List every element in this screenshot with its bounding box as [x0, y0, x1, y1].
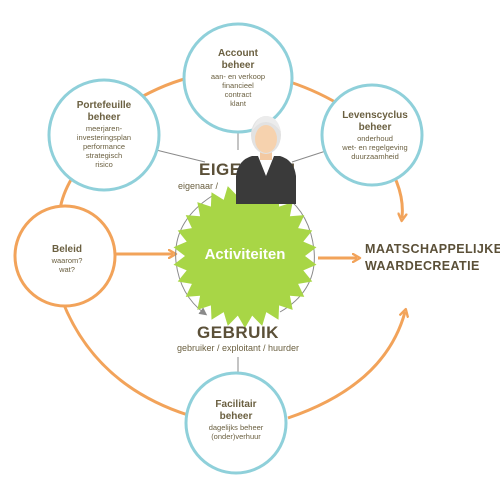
arrow-facilitair-to-outcome	[287, 312, 405, 420]
node-portefeuille-item: investeringsplan	[77, 133, 131, 142]
node-facilitair-item: dagelijks beheer	[209, 423, 264, 432]
node-levenscyclus-circle	[320, 83, 424, 187]
node-account-title: Account	[218, 48, 259, 59]
node-account-item: financieel	[222, 81, 254, 90]
node-levenscyclus-item: wet- en regelgeving	[341, 143, 407, 152]
node-facilitair-title: Facilitair	[215, 399, 256, 410]
node-account-item: klant	[230, 99, 247, 108]
cycle-arc-left-lower	[60, 299, 189, 417]
node-levenscyclus-item: onderhoud	[357, 134, 393, 143]
node-portefeuille-item: performance	[83, 142, 125, 151]
node-portefeuille-item: meerjaren-	[86, 124, 123, 133]
node-account-item: aan- en verkoop	[211, 72, 265, 81]
node-portefeuille-title-2: beheer	[88, 112, 121, 123]
node-beleid-item: waarom?	[51, 256, 83, 265]
node-account-item: contract	[225, 90, 253, 99]
node-portefeuille-item: risico	[95, 160, 113, 169]
node-account-title-2: beheer	[222, 60, 255, 71]
node-levenscyclus-title: Levenscyclus	[342, 110, 408, 121]
node-beleid-title: Beleid	[52, 244, 82, 255]
person-avatar-icon	[236, 116, 296, 204]
node-levenscyclus-item: duurzaamheid	[351, 152, 399, 161]
inner-cycle-left	[175, 195, 213, 316]
outcome-line-2: WAARDECREATIE	[365, 259, 480, 273]
gebruik-sub-label: gebruiker / exploitant / huurder	[177, 343, 299, 353]
node-account-circle	[182, 22, 294, 134]
eigendom-sub-label: eigenaar /	[178, 181, 219, 191]
node-beleid-item: wat?	[58, 265, 75, 274]
node-beleid-circle	[13, 204, 117, 308]
node-portefeuille-circle	[47, 78, 161, 192]
outcome-line-1: MAATSCHAPPELIJKE	[365, 242, 500, 256]
node-facilitair-item: (onder)verhuur	[211, 432, 261, 441]
node-portefeuille-item: strategisch	[86, 151, 122, 160]
inner-cycle-right	[279, 193, 315, 313]
activities-starburst	[173, 184, 317, 328]
activities-label: Activiteiten	[205, 246, 286, 263]
node-levenscyclus-title-2: beheer	[359, 122, 392, 133]
node-facilitair-circle	[184, 371, 288, 475]
node-portefeuille-title: Portefeuille	[77, 100, 132, 111]
gebruik-label: GEBRUIK	[197, 323, 279, 342]
node-facilitair-title-2: beheer	[220, 411, 253, 422]
